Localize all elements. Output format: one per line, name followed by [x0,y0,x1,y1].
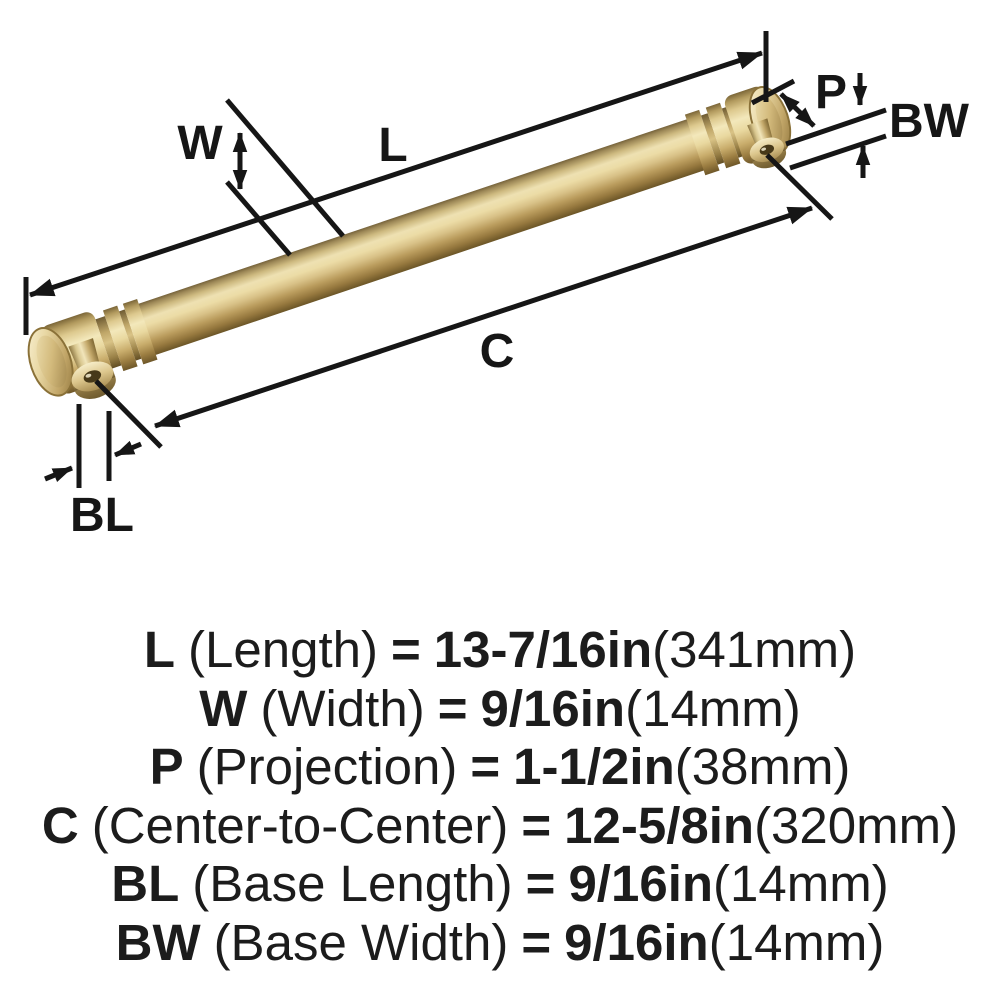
equals-sign: = [525,855,556,913]
handle-pull [27,86,792,399]
spec-metric-value: (341mm) [652,621,857,678]
handle-dimension-drawing: W L C P BW BL [23,31,970,542]
spec-imperial-value: 12-5/8in [564,796,755,854]
p-arrow [779,92,816,128]
spec-metric-value: (14mm) [625,679,801,737]
spec-name: (Center-to-Center) [91,796,509,854]
bw-line-lower [789,133,887,171]
spec-row-length: L(Length)=13-7/16in(341mm) [0,621,1000,680]
spec-imperial-value: 9/16in [568,855,714,913]
c-dimension-line [154,205,813,429]
label-l: L [378,119,407,172]
spec-row-base-length: BL(Base Length)=9/16in(14mm) [0,855,1000,914]
left-screw-hole [83,370,102,383]
spec-row-base-width: BW(Base Width)=9/16in(14mm) [0,914,1000,973]
spec-name: (Base Length) [192,855,513,913]
spec-imperial-value: 13-7/16in [433,621,653,678]
w-tick-lower [225,180,292,257]
c-tick-right [765,153,834,221]
equals-sign: = [521,913,552,971]
spec-row-width: W(Width)=9/16in(14mm) [0,680,1000,739]
equals-sign: = [521,796,552,854]
spec-key: L [143,621,176,678]
p-tick [750,78,796,106]
label-p: P [815,66,847,119]
spec-row-center-to-center: C(Center-to-Center)=12-5/8in(320mm) [0,797,1000,856]
spec-metric-value: (38mm) [674,738,851,796]
spec-key: W [199,679,248,737]
label-c: C [480,325,515,378]
spec-imperial-value: 9/16in [480,679,626,737]
spec-key: BW [115,913,201,971]
spec-metric-value: (320mm) [754,796,959,854]
equals-sign: = [391,621,421,678]
spec-name: (Length) [188,621,378,678]
left-groove [119,309,142,361]
spec-row-projection: P(Projection)=1-1/2in(38mm) [0,738,1000,797]
spec-imperial-value: 1-1/2in [513,738,675,796]
bl-arrow-left [44,465,73,482]
left-groove [95,316,122,369]
c-tick-left [94,379,163,449]
left-ridge [122,298,158,365]
dimension-lines: W L C P BW BL [23,31,970,542]
left-ridge [102,305,138,372]
l-dimension-line [29,50,763,298]
label-bl: BL [70,489,134,542]
spec-metric-value: (14mm) [713,855,889,913]
w-tick-upper [225,98,345,238]
spec-metric-value: (14mm) [708,913,885,971]
label-bw: BW [889,95,970,148]
right-screw-hole [759,144,775,155]
spec-key: C [41,796,79,854]
spec-key: BL [111,855,180,913]
equals-sign: = [437,679,468,737]
spec-imperial-value: 9/16in [564,913,709,971]
equals-sign: = [470,738,501,796]
spec-key: P [149,738,184,796]
bw-line-upper [785,107,887,147]
spec-name: (Projection) [196,738,458,796]
label-w: W [177,117,223,170]
spec-name: (Base Width) [213,913,509,971]
spec-name: (Width) [260,679,425,737]
spec-list: L(Length)=13-7/16in(341mm) W(Width)=9/16… [0,621,1000,973]
bl-arrow-right [114,440,142,458]
